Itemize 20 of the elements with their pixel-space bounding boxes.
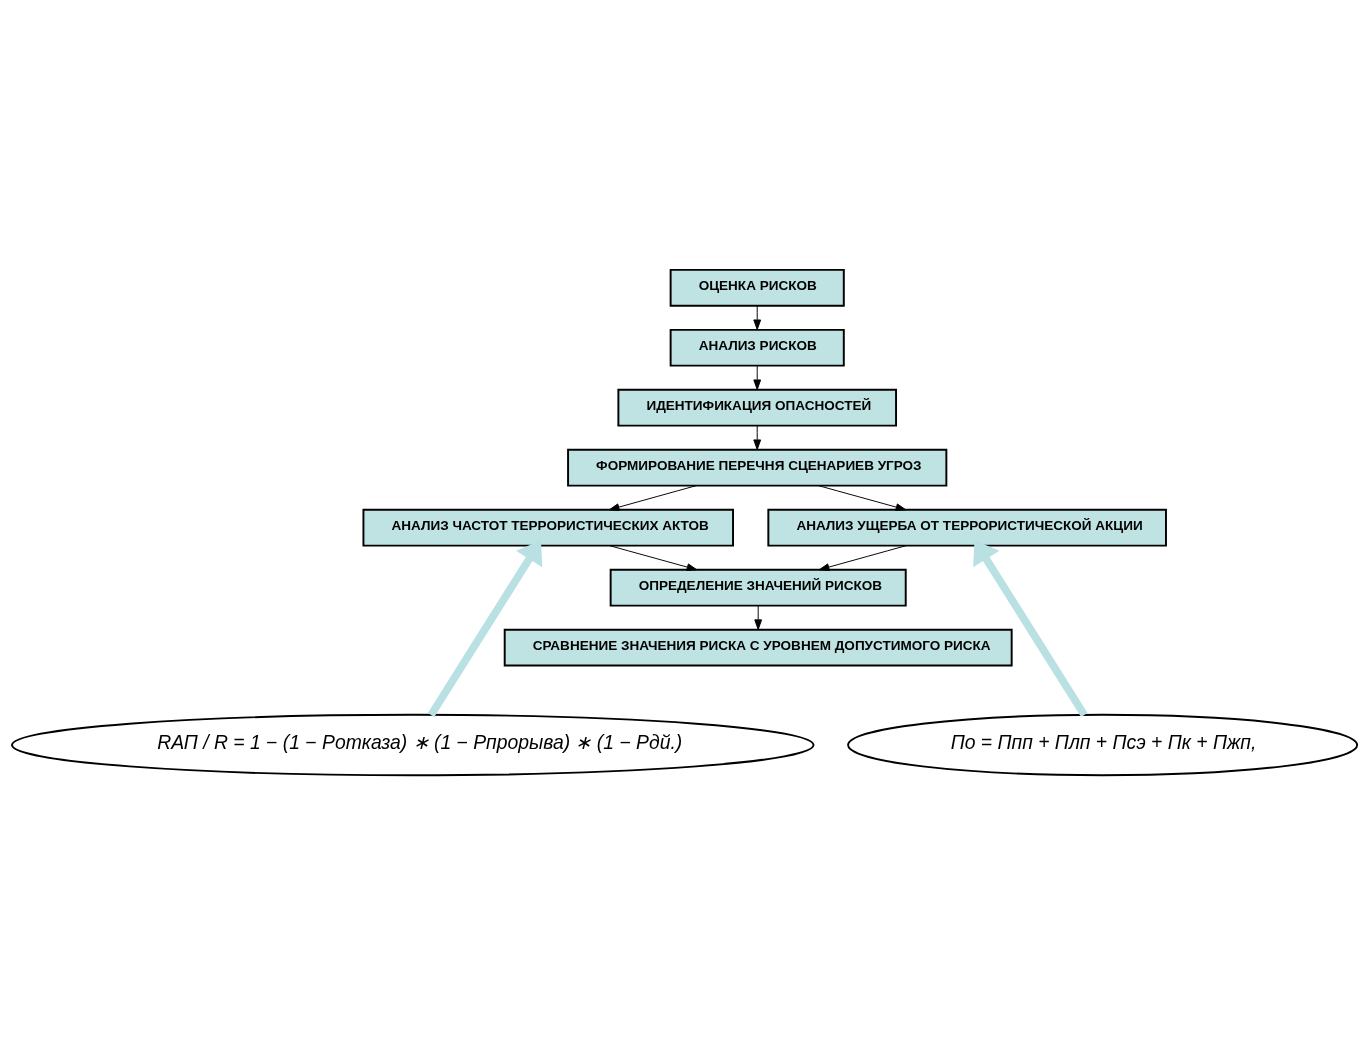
- node-box: СРАВНЕНИЕ ЗНАЧЕНИЯ РИСКА С УРОВНЕМ ДОПУСТИМОГО РИСКА: [503, 628, 1013, 667]
- node-ellipse: По = Ппп + Плп + Псэ + Пк + Пжп,: [847, 713, 1359, 777]
- arrow: [753, 305, 762, 331]
- arrow: [609, 545, 698, 571]
- arrow: [754, 605, 763, 631]
- node-box: АНАЛИЗ УЩЕРБА ОТ ТЕРРОРИСТИЧЕСКОЙ АКЦИИ: [767, 508, 1167, 547]
- arrow: [753, 425, 762, 451]
- node-box: ФОРМИРОВАНИЕ ПЕРЕЧНЯ СЦЕНАРИЕВ УГРОЗ: [567, 448, 948, 487]
- arrow: [818, 485, 907, 511]
- node-box: ОЦЕНКА РИСКОВ: [669, 268, 845, 307]
- arrow: [608, 485, 697, 511]
- node-box: ОПРЕДЕЛЕНИЕ ЗНАЧЕНИЙ РИСКОВ: [609, 568, 907, 607]
- node-ellipse: RАП / R = 1 − (1 − Pотказа) ∗ (1 − Pпрорыва) ∗ (1 − Pдй.): [11, 713, 815, 777]
- arrow: [753, 365, 762, 391]
- arrow: [973, 540, 1088, 717]
- arrow: [818, 545, 907, 571]
- node-box: АНАЛИЗ ЧАСТОТ ТЕРРОРИСТИЧЕСКИХ АКТОВ: [362, 508, 734, 547]
- node-box: АНАЛИЗ РИСКОВ: [669, 328, 845, 367]
- node-box: ИДЕНТИФИКАЦИЯ ОПАСНОСТЕЙ: [617, 388, 897, 427]
- arrow: [427, 540, 543, 717]
